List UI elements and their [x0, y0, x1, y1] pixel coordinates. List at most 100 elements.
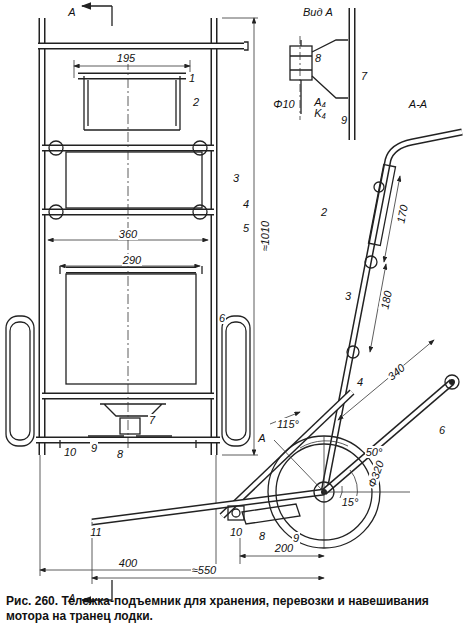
callout-number: 8: [314, 52, 322, 64]
callout-number: 7: [360, 70, 368, 82]
front-frame-stroke: [38, 43, 244, 50]
part-6-clamp-board-stroke: [66, 268, 196, 272]
dimension-label: 15°: [341, 496, 360, 508]
side-parts-stroke: [365, 256, 377, 268]
view-a-stroke: [350, 8, 354, 140]
callout-number: 2: [192, 96, 200, 108]
callout-number: 170: [394, 203, 410, 225]
part-6-clamp-board-stroke: [66, 274, 196, 384]
dimension-label: ≈550: [191, 564, 217, 576]
side-dimensions-stroke: [274, 440, 410, 492]
side-parts-stroke: [242, 504, 300, 524]
part-5-rollers-stroke: [49, 205, 63, 219]
wheels-stroke: [6, 316, 34, 446]
callout-number: 10: [63, 446, 77, 458]
part-6-clamp-board-stroke: [66, 267, 196, 274]
dimension-label: Φ320: [365, 458, 386, 490]
callout-number: 2: [320, 206, 328, 218]
front-frame-stroke: [40, 18, 44, 455]
callout-number: 200: [274, 542, 294, 554]
side-frame-stroke: [324, 132, 462, 492]
callout-number: 8: [258, 530, 266, 542]
side-dimensions-stroke: [92, 578, 324, 579]
side-parts-stroke: [347, 346, 359, 358]
view-a-stroke: [300, 36, 301, 120]
part-5-rollers-stroke: [193, 141, 207, 155]
section-marks: [82, 6, 112, 600]
side-dimensions: [92, 176, 434, 584]
callout-number: 195: [116, 52, 136, 64]
view-a-stroke: [312, 40, 348, 98]
callout-number: 9: [340, 114, 348, 126]
side-dimensions-stroke: [338, 340, 434, 420]
callout-number: 9: [90, 442, 98, 454]
callout-number: 180: [378, 289, 394, 311]
dimension-label: А-А: [408, 98, 428, 110]
dimension-label: 115°: [276, 418, 300, 430]
view-a-stroke: [349, 8, 356, 140]
side-dimensions-stroke: [240, 556, 324, 557]
part-1-2-hanger-stroke: [84, 76, 180, 130]
part-3-plate-stroke: [66, 152, 202, 208]
section-marks-stroke: [82, 6, 112, 26]
callout-number: 360: [118, 228, 138, 240]
front-frame-stroke: [212, 18, 216, 455]
front-dimensions-stroke: [254, 18, 255, 455]
callout-number: 8: [116, 448, 124, 460]
wheels-stroke: [222, 316, 250, 446]
front-frame-stroke: [38, 44, 244, 48]
view-a: [290, 8, 352, 140]
front-frame-stroke: [244, 42, 248, 50]
part-5-rollers-stroke: [49, 141, 63, 155]
dimension-label: Φ10: [272, 98, 295, 110]
figure-caption: Рис. 260. Тележка-подъемник для хранения…: [6, 594, 462, 624]
part-7-8-9-10-bracket-stroke: [100, 404, 166, 416]
side-parts: [228, 165, 459, 524]
side-parts-stroke: [228, 506, 244, 520]
wheels-stroke: [10, 322, 30, 440]
front-frame: [36, 18, 248, 455]
side-parts-stroke: [445, 375, 459, 389]
front-frame-stroke: [211, 18, 218, 455]
dimension-label: Вид А: [302, 6, 334, 18]
dimension-label: 50°: [365, 446, 384, 458]
callout-number: 4: [242, 198, 250, 210]
part-3-plate: [66, 152, 202, 208]
side-dimensions-stroke: [92, 436, 324, 584]
view-a-stroke: [300, 40, 301, 114]
side-parts-stroke: [449, 379, 455, 385]
side-parts-stroke: [374, 182, 384, 192]
dimension-label: ≈1010: [259, 220, 271, 253]
part-5-rollers-stroke: [193, 205, 207, 219]
front-dimensions-stroke: [40, 570, 216, 571]
callout-number: 290: [122, 254, 142, 266]
front-dimensions-stroke: [74, 66, 190, 67]
part-1-2-hanger-stroke: [78, 74, 186, 78]
front-frame-stroke: [39, 18, 46, 455]
side-frame: [92, 132, 462, 522]
part-6-clamp-board: [60, 266, 202, 384]
view-a-stroke: [290, 46, 312, 80]
callout-number: 6: [218, 312, 226, 324]
dimension-label: А: [257, 432, 266, 444]
dimension-label: А: [67, 6, 76, 18]
part-7-8-9-10-bracket-stroke: [88, 435, 172, 436]
callout-number: 400: [118, 557, 138, 569]
side-parts-stroke: [368, 165, 395, 246]
part-7-8-9-10-bracket-stroke: [120, 418, 140, 434]
callout-number: 3: [232, 172, 240, 184]
callout-number: 6: [438, 424, 446, 436]
callout-number: 11: [89, 526, 102, 538]
callout-number: 340: [384, 361, 407, 383]
callout-number: 10: [229, 526, 243, 538]
part-1-2-hanger: [78, 76, 186, 130]
callout-number: 7: [148, 414, 156, 426]
front-dimensions-stroke: [222, 18, 258, 455]
callout-number: 1: [188, 72, 196, 84]
callout-number: 3: [344, 290, 352, 302]
part-6-clamp-board-stroke: [60, 266, 202, 274]
front-dimensions: [40, 18, 258, 576]
wheels-stroke: [226, 322, 246, 440]
side-frame-stroke: [324, 132, 462, 492]
